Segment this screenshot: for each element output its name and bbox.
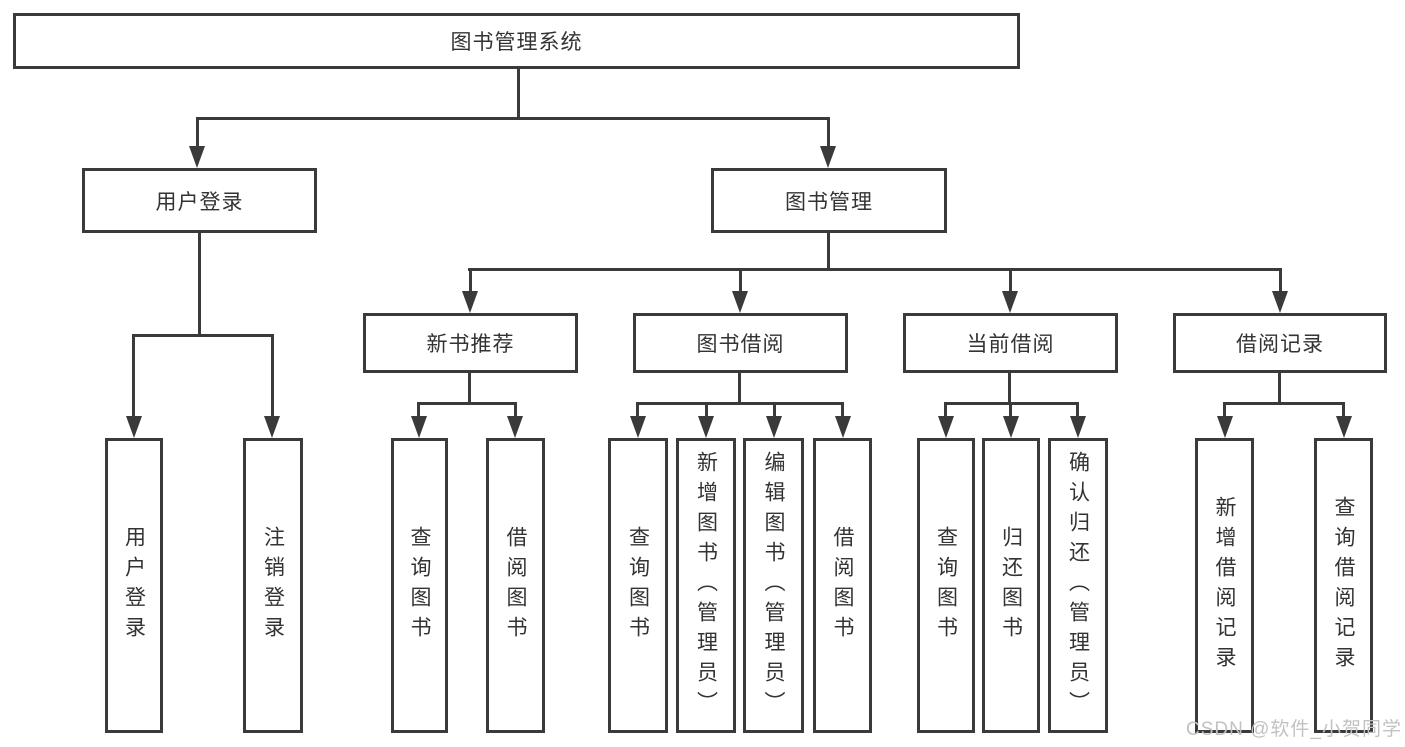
leaf-borrow-book-1-label: 借阅图书 bbox=[504, 525, 527, 646]
arrow-br-query bbox=[1336, 416, 1352, 438]
leaf-query-borrow-record-label: 查询借阅记录 bbox=[1332, 495, 1355, 676]
connector-bm-bar bbox=[468, 268, 1282, 271]
leaf-query-book-2-label: 查询图书 bbox=[626, 525, 650, 646]
arrow-new-book bbox=[462, 291, 478, 313]
connector-drop-bb-borrow bbox=[841, 402, 844, 418]
arrow-bb-borrow bbox=[835, 416, 851, 438]
connector-bb-stem bbox=[738, 373, 741, 405]
leaf-add-book-admin: 新增图书（管理员） bbox=[676, 438, 736, 733]
node-user-login: 用户登录 bbox=[82, 168, 317, 233]
leaf-user-login: 用户登录 bbox=[105, 438, 163, 733]
connector-drop-book-borrow bbox=[739, 268, 742, 293]
leaf-return-book: 归还图书 bbox=[982, 438, 1040, 733]
leaf-confirm-return-admin: 确认归还（管理员） bbox=[1048, 438, 1108, 733]
node-user-login-label: 用户登录 bbox=[155, 190, 244, 214]
connector-cb-stem bbox=[1008, 373, 1011, 405]
leaf-borrow-book-1: 借阅图书 bbox=[486, 438, 545, 733]
leaf-query-book-1: 查询图书 bbox=[391, 438, 448, 733]
connector-root-bar bbox=[196, 117, 830, 120]
leaf-logout: 注销登录 bbox=[243, 438, 303, 733]
leaf-confirm-return-admin-label: 确认归还（管理员） bbox=[1066, 450, 1090, 721]
arrow-current-borrow bbox=[1002, 291, 1018, 313]
connector-drop-user-login bbox=[196, 117, 199, 149]
connector-drop-borrow-record bbox=[1279, 268, 1282, 293]
node-book-management: 图书管理 bbox=[711, 168, 947, 233]
leaf-return-book-label: 归还图书 bbox=[999, 525, 1023, 646]
leaf-add-book-admin-label: 新增图书（管理员） bbox=[694, 450, 718, 721]
connector-drop-bb-query bbox=[636, 402, 639, 418]
leaf-add-borrow-record: 新增借阅记录 bbox=[1195, 438, 1254, 733]
connector-nb-bar bbox=[417, 402, 517, 405]
connector-drop-nb-query bbox=[417, 402, 420, 418]
node-book-borrow-label: 图书借阅 bbox=[696, 333, 785, 356]
arrow-leaf-logout bbox=[264, 416, 280, 438]
leaf-borrow-book-2: 借阅图书 bbox=[813, 438, 872, 733]
connector-drop-cb-confirm bbox=[1076, 402, 1079, 418]
node-borrow-record: 借阅记录 bbox=[1173, 313, 1387, 373]
arrow-cb-query bbox=[938, 416, 954, 438]
leaf-query-book-2: 查询图书 bbox=[608, 438, 668, 733]
arrow-book-borrow bbox=[732, 291, 748, 313]
arrow-book-management bbox=[820, 146, 836, 168]
node-new-book-recommend-label: 新书推荐 bbox=[426, 333, 515, 356]
arrow-bb-query bbox=[630, 416, 646, 438]
node-current-borrow-label: 当前借阅 bbox=[966, 333, 1055, 356]
arrow-cb-confirm bbox=[1070, 416, 1086, 438]
connector-drop-leaf-login bbox=[132, 334, 135, 418]
arrow-user-login bbox=[189, 146, 205, 168]
arrow-br-add bbox=[1217, 416, 1233, 438]
connector-drop-book-management bbox=[827, 117, 830, 149]
connector-drop-br-query bbox=[1342, 402, 1345, 418]
node-root: 图书管理系统 bbox=[13, 13, 1020, 69]
leaf-add-borrow-record-label: 新增借阅记录 bbox=[1213, 495, 1236, 676]
node-book-borrow: 图书借阅 bbox=[633, 313, 848, 373]
leaf-logout-label: 注销登录 bbox=[261, 525, 285, 646]
connector-drop-cb-return bbox=[1009, 402, 1012, 418]
connector-bb-bar bbox=[636, 402, 844, 405]
csdn-watermark: CSDN @软件_小贺同学 bbox=[1186, 719, 1402, 740]
connector-drop-new-book bbox=[469, 268, 472, 293]
connector-root-stem bbox=[517, 69, 520, 120]
leaf-query-book-3-label: 查询图书 bbox=[934, 525, 958, 646]
arrow-nb-borrow bbox=[507, 416, 523, 438]
connector-ul-bar bbox=[132, 334, 274, 337]
arrow-borrow-record bbox=[1272, 291, 1288, 313]
arrow-leaf-login bbox=[126, 416, 142, 438]
leaf-borrow-book-2-label: 借阅图书 bbox=[831, 525, 854, 646]
connector-br-bar bbox=[1223, 402, 1345, 405]
node-borrow-record-label: 借阅记录 bbox=[1236, 333, 1324, 356]
connector-bm-stem bbox=[827, 233, 830, 271]
leaf-query-book-3: 查询图书 bbox=[917, 438, 975, 733]
node-new-book-recommend: 新书推荐 bbox=[363, 313, 578, 373]
connector-drop-nb-borrow bbox=[514, 402, 517, 418]
connector-drop-br-add bbox=[1223, 402, 1226, 418]
leaf-edit-book-admin: 编辑图书（管理员） bbox=[743, 438, 804, 733]
arrow-nb-query bbox=[411, 416, 427, 438]
leaf-query-book-1-label: 查询图书 bbox=[408, 525, 431, 646]
connector-br-stem bbox=[1278, 373, 1281, 405]
connector-drop-current-borrow bbox=[1009, 268, 1012, 293]
connector-drop-leaf-logout bbox=[271, 334, 274, 418]
node-root-label: 图书管理系统 bbox=[450, 31, 583, 54]
node-book-management-label: 图书管理 bbox=[785, 190, 873, 214]
arrow-cb-return bbox=[1003, 416, 1019, 438]
connector-drop-cb-query bbox=[944, 402, 947, 418]
leaf-query-borrow-record: 查询借阅记录 bbox=[1314, 438, 1373, 733]
node-current-borrow: 当前借阅 bbox=[903, 313, 1118, 373]
arrow-bb-edit bbox=[766, 416, 782, 438]
connector-drop-bb-add bbox=[705, 402, 708, 418]
arrow-bb-add bbox=[698, 416, 714, 438]
connector-ul-stem bbox=[198, 233, 201, 337]
connector-nb-stem bbox=[468, 373, 471, 405]
leaf-edit-book-admin-label: 编辑图书（管理员） bbox=[762, 450, 785, 721]
connector-drop-bb-edit bbox=[773, 402, 776, 418]
leaf-user-login-label: 用户登录 bbox=[122, 525, 146, 646]
